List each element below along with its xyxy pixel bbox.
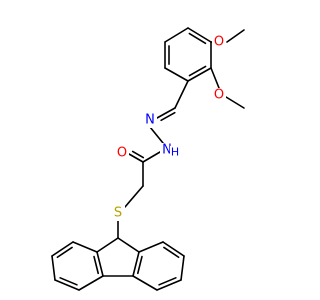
fluorene-five-ring-bond-2 xyxy=(132,251,140,277)
bond-ch-n-imine-double-inner xyxy=(160,111,176,122)
fluorene-five-ring-bond-4 xyxy=(96,251,104,277)
bond-n-n xyxy=(149,126,164,144)
fluorene-left-ring-bond-4 xyxy=(54,279,80,291)
bond-n-carbonyl-c xyxy=(142,151,161,163)
ring-a-bond-6 xyxy=(164,27,189,43)
bond-layer xyxy=(51,27,245,291)
fluorene-left-ring-bond-2 xyxy=(51,241,74,257)
atom-o-methoxy-side: O xyxy=(214,88,224,103)
fluorene-left-double-2 xyxy=(59,277,78,286)
bond-ring-o-side xyxy=(210,67,220,89)
fluorene-right-double-2 xyxy=(158,277,177,286)
fluorene-five-ring-bond-1 xyxy=(117,237,140,253)
fluorene-right-double-1 xyxy=(163,246,180,259)
o-carbonyl-bg xyxy=(115,146,129,161)
atom-n-imine: N xyxy=(145,113,155,128)
fluorene-left-double-3 xyxy=(93,255,100,275)
ring-a-double-1 xyxy=(188,32,207,45)
fluorene-right-ring-bond-3 xyxy=(180,255,185,281)
fluorene-right-ring-bond-5 xyxy=(132,275,158,291)
o-methoxy-top-bg xyxy=(212,35,226,50)
ring-a-bond-1 xyxy=(187,27,212,43)
ring-a-bond-3 xyxy=(187,67,212,82)
molecule-diagram: O O O N N H S xyxy=(51,27,245,291)
h-amide-bg xyxy=(170,146,180,158)
atom-label-layer: O O O N N H S xyxy=(111,35,226,221)
fluorene-right-double-3 xyxy=(136,255,143,275)
fluorene-left-ring-bond-5 xyxy=(78,275,104,291)
bond-ch-n-imine xyxy=(156,107,176,119)
ring-a-bond-4 xyxy=(164,67,189,82)
atom-o-methoxy-top: O xyxy=(214,35,224,50)
ring-a-double-2 xyxy=(188,65,207,77)
atom-o-carbonyl: O xyxy=(117,146,127,161)
fluorene-right-ring-bond-2 xyxy=(162,241,185,257)
fluorene-left-ring-bond-1 xyxy=(72,241,98,253)
fluorene-right-ring-bond-1 xyxy=(138,241,164,253)
bond-o-methyl-top xyxy=(226,29,245,43)
atom-s-thioether: S xyxy=(114,206,122,221)
n-imine-bg xyxy=(143,113,157,128)
bond-c-o xyxy=(128,153,144,163)
fluorene-left-double-1 xyxy=(56,246,73,259)
bond-o-methyl-side xyxy=(225,96,245,109)
s-thioether-bg xyxy=(111,206,125,221)
fluorene-five-ring-bond-5 xyxy=(96,237,119,253)
o-methoxy-side-bg xyxy=(212,88,226,103)
fluorene-right-ring-bond-4 xyxy=(156,279,182,291)
atom-n-amide: N xyxy=(162,143,172,158)
atom-h-amide: H xyxy=(171,146,179,159)
bond-ring-ch xyxy=(174,80,189,109)
bond-c-o-double-inner xyxy=(131,150,145,159)
molecule-canvas: O O O N N H S xyxy=(51,27,245,291)
fluorene-left-ring-bond-3 xyxy=(51,255,56,281)
bond-ch2-s xyxy=(124,185,144,208)
